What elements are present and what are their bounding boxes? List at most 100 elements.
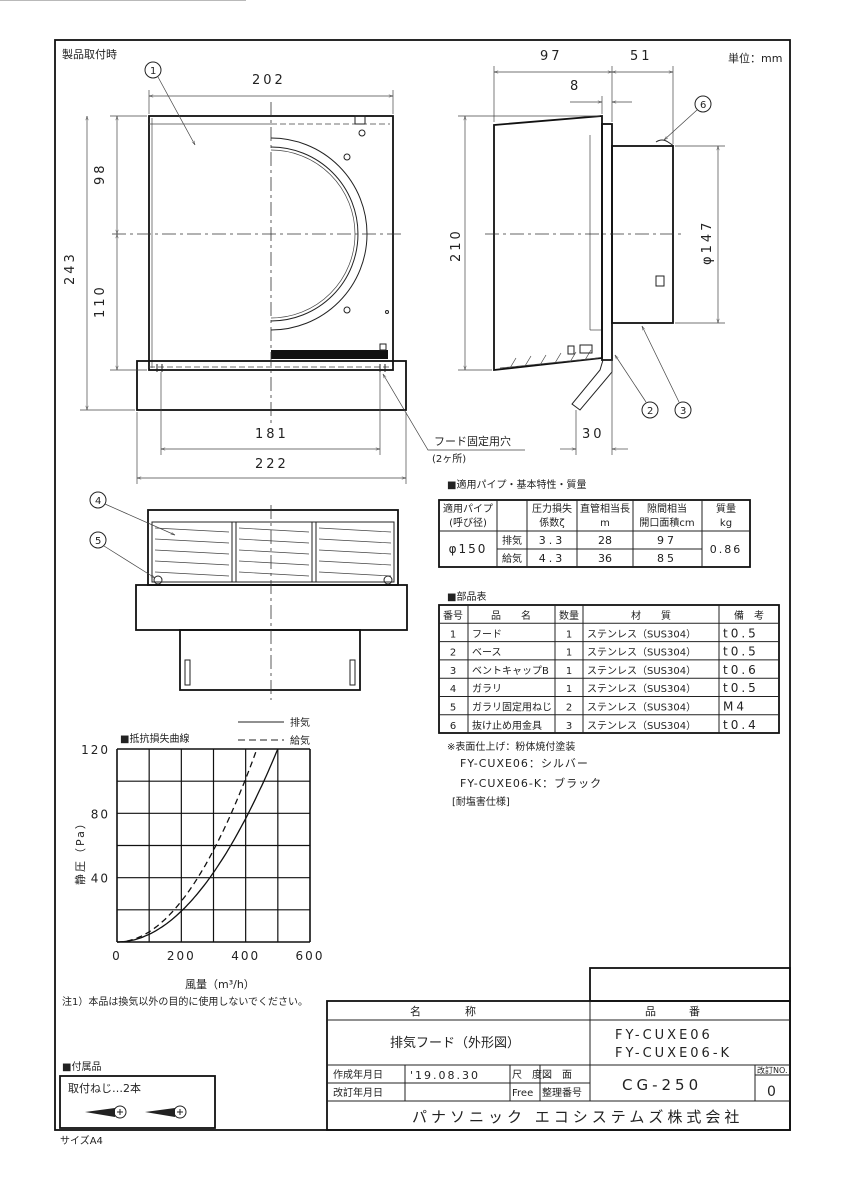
- grille-slat: [318, 549, 392, 555]
- rev-label: 改訂NO.: [757, 1065, 788, 1075]
- spec-header: (呼び径): [449, 516, 487, 529]
- model-number: FY-CUXE06: [615, 1028, 713, 1043]
- x-tick-label: 200: [167, 949, 196, 963]
- grille-slat: [154, 549, 230, 555]
- drawing-no: CG-250: [622, 1076, 702, 1094]
- parts-table-title: ■部品表: [447, 590, 486, 603]
- dim-97: 97: [540, 49, 563, 64]
- parts-cell: 1: [566, 684, 572, 695]
- spec-header: m: [600, 518, 610, 529]
- grille-slat: [238, 549, 310, 555]
- dim-222: 222: [255, 457, 289, 472]
- scale-value: Free: [512, 1088, 533, 1099]
- dim-210: 210: [449, 228, 464, 262]
- sheet-size: サイズA4: [60, 1134, 103, 1147]
- accessories: ■付属品 取付ねじ…2本: [59, 1060, 216, 1129]
- bottom-view: 4 5: [89, 491, 408, 700]
- parts-cell: ステンレス（SUS304）: [587, 647, 696, 659]
- created-date: '19.08.30: [410, 1069, 480, 1082]
- parts-header: 品 名: [491, 609, 531, 622]
- side-view: 97 51 8 210 φ147 30 6 2 3: [0, 0, 725, 455]
- parts-cell: 2: [450, 648, 456, 659]
- spec-header: kg: [720, 518, 732, 529]
- parts-cell: 1: [566, 666, 572, 677]
- grille-slat: [318, 560, 392, 566]
- front-view: 202 98 110 243 181 222 フード固定用穴 (2ヶ所) 1: [63, 61, 525, 484]
- hole-count: (2ヶ所): [432, 453, 466, 465]
- spec-header: 係数ζ: [539, 516, 564, 529]
- spec-area: 85: [657, 552, 677, 565]
- grille-slat: [154, 571, 230, 577]
- grille-slat: [318, 571, 392, 577]
- chart-title: ■抵抗損失曲線: [120, 732, 189, 745]
- balloon-5: 5: [95, 536, 101, 547]
- parts-cell: t0.6: [723, 663, 759, 677]
- parts-note: FY-CUXE06：シルバー: [460, 757, 589, 770]
- parts-header: 番号: [443, 610, 463, 622]
- parts-cell: ステンレス（SUS304）: [587, 720, 696, 732]
- created-label: 作成年月日: [333, 1068, 383, 1081]
- spec-length: 36: [598, 552, 612, 565]
- curve-supply: [117, 748, 258, 943]
- parts-cell: t0.5: [723, 681, 759, 695]
- spec-header: 圧力損失: [532, 502, 572, 515]
- grille-slat: [318, 527, 392, 533]
- parts-header: 備 考: [734, 609, 764, 622]
- parts-table: ■部品表 番号 品 名 数量 材 質 備 考 1 フード 1 ステンレス（SUS304） t0.5…: [438, 590, 780, 808]
- model-number: FY-CUXE06-K: [615, 1046, 732, 1061]
- drawing-no-label: 図 面: [542, 1069, 572, 1081]
- parts-cell: フード: [472, 629, 502, 640]
- parts-cell: ステンレス（SUS304）: [587, 683, 696, 695]
- spec-header: 隙間相当: [647, 502, 687, 515]
- parts-cell: 1: [566, 648, 572, 659]
- legend-supply: 給気: [290, 734, 310, 747]
- screw-icon: [85, 1105, 127, 1119]
- spec-mode: 給気: [502, 552, 522, 565]
- dim-147: φ147: [700, 220, 715, 265]
- parts-note: FY-CUXE06-K：ブラック: [460, 776, 602, 790]
- parts-cell: t0.4: [723, 718, 759, 732]
- parts-note: ※表面仕上げ：粉体焼付塗装: [447, 740, 575, 753]
- parts-cell: ステンレス（SUS304）: [587, 702, 696, 714]
- x-tick-label: 600: [296, 949, 325, 963]
- dim-51: 51: [630, 49, 653, 64]
- x-tick-label: 400: [231, 949, 260, 963]
- spec-table-title: ■適用パイプ・基本特性・質量: [447, 478, 586, 491]
- spec-zeta: 4.3: [539, 552, 566, 565]
- balloon-1: 1: [150, 66, 156, 77]
- accessories-item: 取付ねじ…2本: [68, 1081, 141, 1095]
- parts-header: 材 質: [631, 609, 671, 622]
- grille-slat: [154, 560, 230, 566]
- parts-cell: 2: [566, 703, 572, 714]
- spec-mode: 排気: [502, 534, 522, 547]
- drawing-name: 排気フード（外形図）: [390, 1035, 520, 1051]
- parts-cell: t0.5: [723, 645, 759, 659]
- scale-label: 尺 度: [512, 1068, 542, 1081]
- parts-cell: ガラリ固定用ねじ: [472, 701, 552, 714]
- louvre-strip: [271, 350, 388, 359]
- grille-slat: [154, 538, 230, 544]
- parts-cell: 3: [566, 721, 572, 732]
- balloon-4: 4: [95, 496, 101, 507]
- grille-slat: [238, 527, 310, 533]
- spec-table: ■適用パイプ・基本特性・質量 適用パイプ (呼び径) 圧力損失 係数ζ 直管相当…: [438, 478, 751, 568]
- revised-label: 改訂年月日: [333, 1086, 383, 1099]
- title-block: 名 称 品 番 排気フード（外形図） FY-CUXE06 FY-CUXE06-K…: [326, 967, 791, 1131]
- spec-header: 直管相当長: [580, 502, 630, 515]
- parts-cell: ベース: [472, 647, 502, 659]
- drawing-no-label: 整理番号: [542, 1086, 582, 1099]
- chart-xlabel: 風量（m³/h）: [185, 978, 255, 991]
- number-header: 品 番: [645, 1005, 700, 1018]
- chart-ylabel: 静圧（Pa）: [73, 816, 87, 885]
- parts-cell: t0.5: [723, 626, 759, 640]
- dim-8: 8: [570, 79, 581, 94]
- parts-note: [耐塩害仕様]: [452, 795, 510, 808]
- rev-number: 0: [767, 1084, 776, 1100]
- parts-cell: 3: [450, 666, 456, 677]
- spec-pipe: φ150: [449, 542, 488, 556]
- accessories-title: ■付属品: [62, 1060, 101, 1073]
- screw-icon: [145, 1105, 187, 1119]
- parts-header: 数量: [559, 609, 579, 622]
